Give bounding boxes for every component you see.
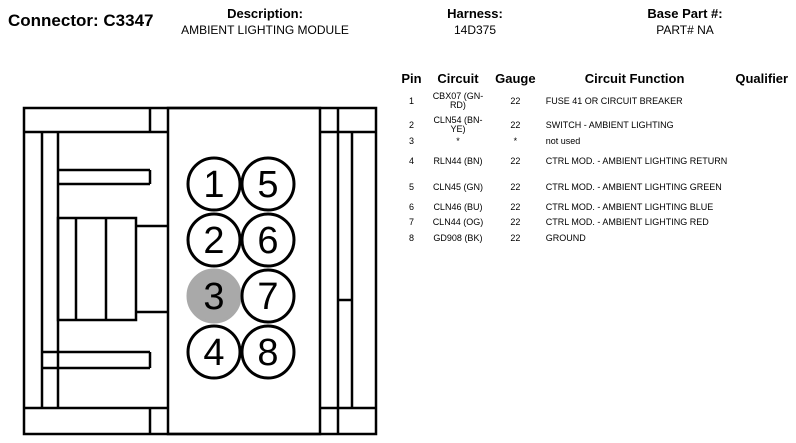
cell-circuit-function: FUSE 41 OR CIRCUIT BREAKER <box>545 95 683 106</box>
table-row: 4 RLN44 (BN) 22 CTRL MOD. - AMBIENT LIGHTIN… <box>396 148 796 174</box>
cell-circuit: CLN46 (BU) <box>433 201 483 212</box>
pin-circle <box>186 324 242 380</box>
cell-gauge: * <box>513 135 518 146</box>
pin-circle <box>240 268 296 324</box>
pin-number-label: 4 <box>203 332 224 374</box>
cell-qualifier <box>727 86 796 116</box>
cell-qualifier <box>727 174 796 200</box>
header-pin: Pin <box>401 70 422 86</box>
cell-gauge: 22 <box>510 95 521 106</box>
cell-qualifier <box>727 230 796 246</box>
cell-gauge: 22 <box>510 155 521 166</box>
harness-block: Harness: 14D375 <box>415 6 535 39</box>
connector-outline <box>22 106 378 436</box>
cell-gauge: 22 <box>510 181 521 192</box>
header-circuit-function: Circuit Function <box>584 70 685 86</box>
cell-circuit: CLN44 (OG) <box>432 216 484 227</box>
pin-number-label: 7 <box>257 276 278 318</box>
cell-circuit-function: SWITCH - AMBIENT LIGHTING <box>545 119 674 130</box>
cell-circuit-function: not used <box>545 135 581 146</box>
cell-circuit-function: CTRL MOD. - AMBIENT LIGHTING GREEN <box>545 181 722 192</box>
pin-number-label: 1 <box>203 164 224 206</box>
table-row: 6 CLN46 (BU) 22 CTRL MOD. - AMBIENT LIGHTIN… <box>396 200 796 214</box>
cell-qualifier <box>727 214 796 230</box>
cell-qualifier <box>727 134 796 148</box>
pin-circle <box>186 268 242 324</box>
table-row: 7 CLN44 (OG) 22 CTRL MOD. - AMBIENT LIGHTIN… <box>396 214 796 230</box>
table-row: 2 CLN54 (BN-YE) 22 SWITCH - AMBIENT LIGHTIN… <box>396 116 796 134</box>
cell-circuit-function: GROUND <box>545 232 586 243</box>
table-row: 3 * * not used <box>396 134 796 148</box>
base-part-value: PART# NA <box>656 23 714 37</box>
pin-number-label: 2 <box>203 220 224 262</box>
cell-circuit: CLN45 (GN) <box>432 181 483 192</box>
base-part-block: Base Part #: PART# NA <box>610 6 760 39</box>
cell-circuit: RLN44 (BN) <box>433 155 483 166</box>
cell-circuit: CLN54 (BN-YE) <box>433 115 483 134</box>
cell-pin: 8 <box>408 232 414 243</box>
cell-qualifier <box>727 200 796 214</box>
pin-group: 1 2 3 4 5 6 7 8 <box>186 156 296 380</box>
cell-pin: 1 <box>408 95 414 106</box>
table-row: 8 GD908 (BK) 22 GROUND <box>396 230 796 246</box>
pin-cavity <box>166 106 322 436</box>
cell-qualifier <box>727 116 796 134</box>
header-gauge: Gauge <box>495 70 536 86</box>
pin-circle <box>240 156 296 212</box>
cell-circuit: CBX07 (GN-RD) <box>432 91 484 110</box>
pin-number-label: 3 <box>203 276 224 318</box>
pin-number-label: 8 <box>257 332 278 374</box>
cell-gauge: 22 <box>510 232 521 243</box>
harness-value: 14D375 <box>453 23 497 37</box>
harness-label: Harness: <box>447 6 503 21</box>
description-value: AMBIENT LIGHTING MODULE <box>181 23 349 37</box>
cell-gauge: 22 <box>510 201 521 212</box>
cell-gauge: 22 <box>510 119 521 130</box>
cell-pin: 4 <box>408 155 414 166</box>
cell-circuit-function: CTRL MOD. - AMBIENT LIGHTING RETURN <box>545 155 728 166</box>
pin-circle <box>240 324 296 380</box>
cell-qualifier <box>727 148 796 174</box>
pin-number-label: 5 <box>257 164 278 206</box>
cell-pin: 6 <box>408 201 414 212</box>
cell-pin: 3 <box>408 135 414 146</box>
header-circuit: Circuit <box>437 70 479 86</box>
pin-number-label: 6 <box>257 220 278 262</box>
cell-circuit: GD908 (BK) <box>433 232 483 243</box>
cell-circuit-function: CTRL MOD. - AMBIENT LIGHTING RED <box>545 216 709 227</box>
pin-table-header: Pin Circuit Gauge Circuit Function Quali… <box>396 70 796 86</box>
table-row: 1 CBX07 (GN-RD) 22 FUSE 41 OR CIRCUIT BREAK… <box>396 86 796 116</box>
pin-circle <box>186 156 242 212</box>
base-part-label: Base Part #: <box>647 6 723 21</box>
cell-pin: 7 <box>408 216 414 227</box>
pin-circle <box>240 212 296 268</box>
table-row: 5 CLN45 (GN) 22 CTRL MOD. - AMBIENT LIGHTIN… <box>396 174 796 200</box>
cell-pin: 5 <box>408 181 414 192</box>
pin-circle <box>186 212 242 268</box>
cell-gauge: 22 <box>510 216 521 227</box>
cell-circuit-function: CTRL MOD. - AMBIENT LIGHTING BLUE <box>545 201 714 212</box>
description-label: Description: <box>227 6 303 21</box>
header-qualifier: Qualifier <box>735 70 789 86</box>
connector-face-diagram: 1 2 3 4 5 6 7 8 <box>22 106 378 436</box>
description-block: Description: AMBIENT LIGHTING MODULE <box>160 6 370 39</box>
pin-table: Pin Circuit Gauge Circuit Function Quali… <box>396 70 796 246</box>
connector-title: Connector: C3347 <box>8 11 154 30</box>
cell-circuit: * <box>456 135 460 146</box>
cell-pin: 2 <box>408 119 414 130</box>
